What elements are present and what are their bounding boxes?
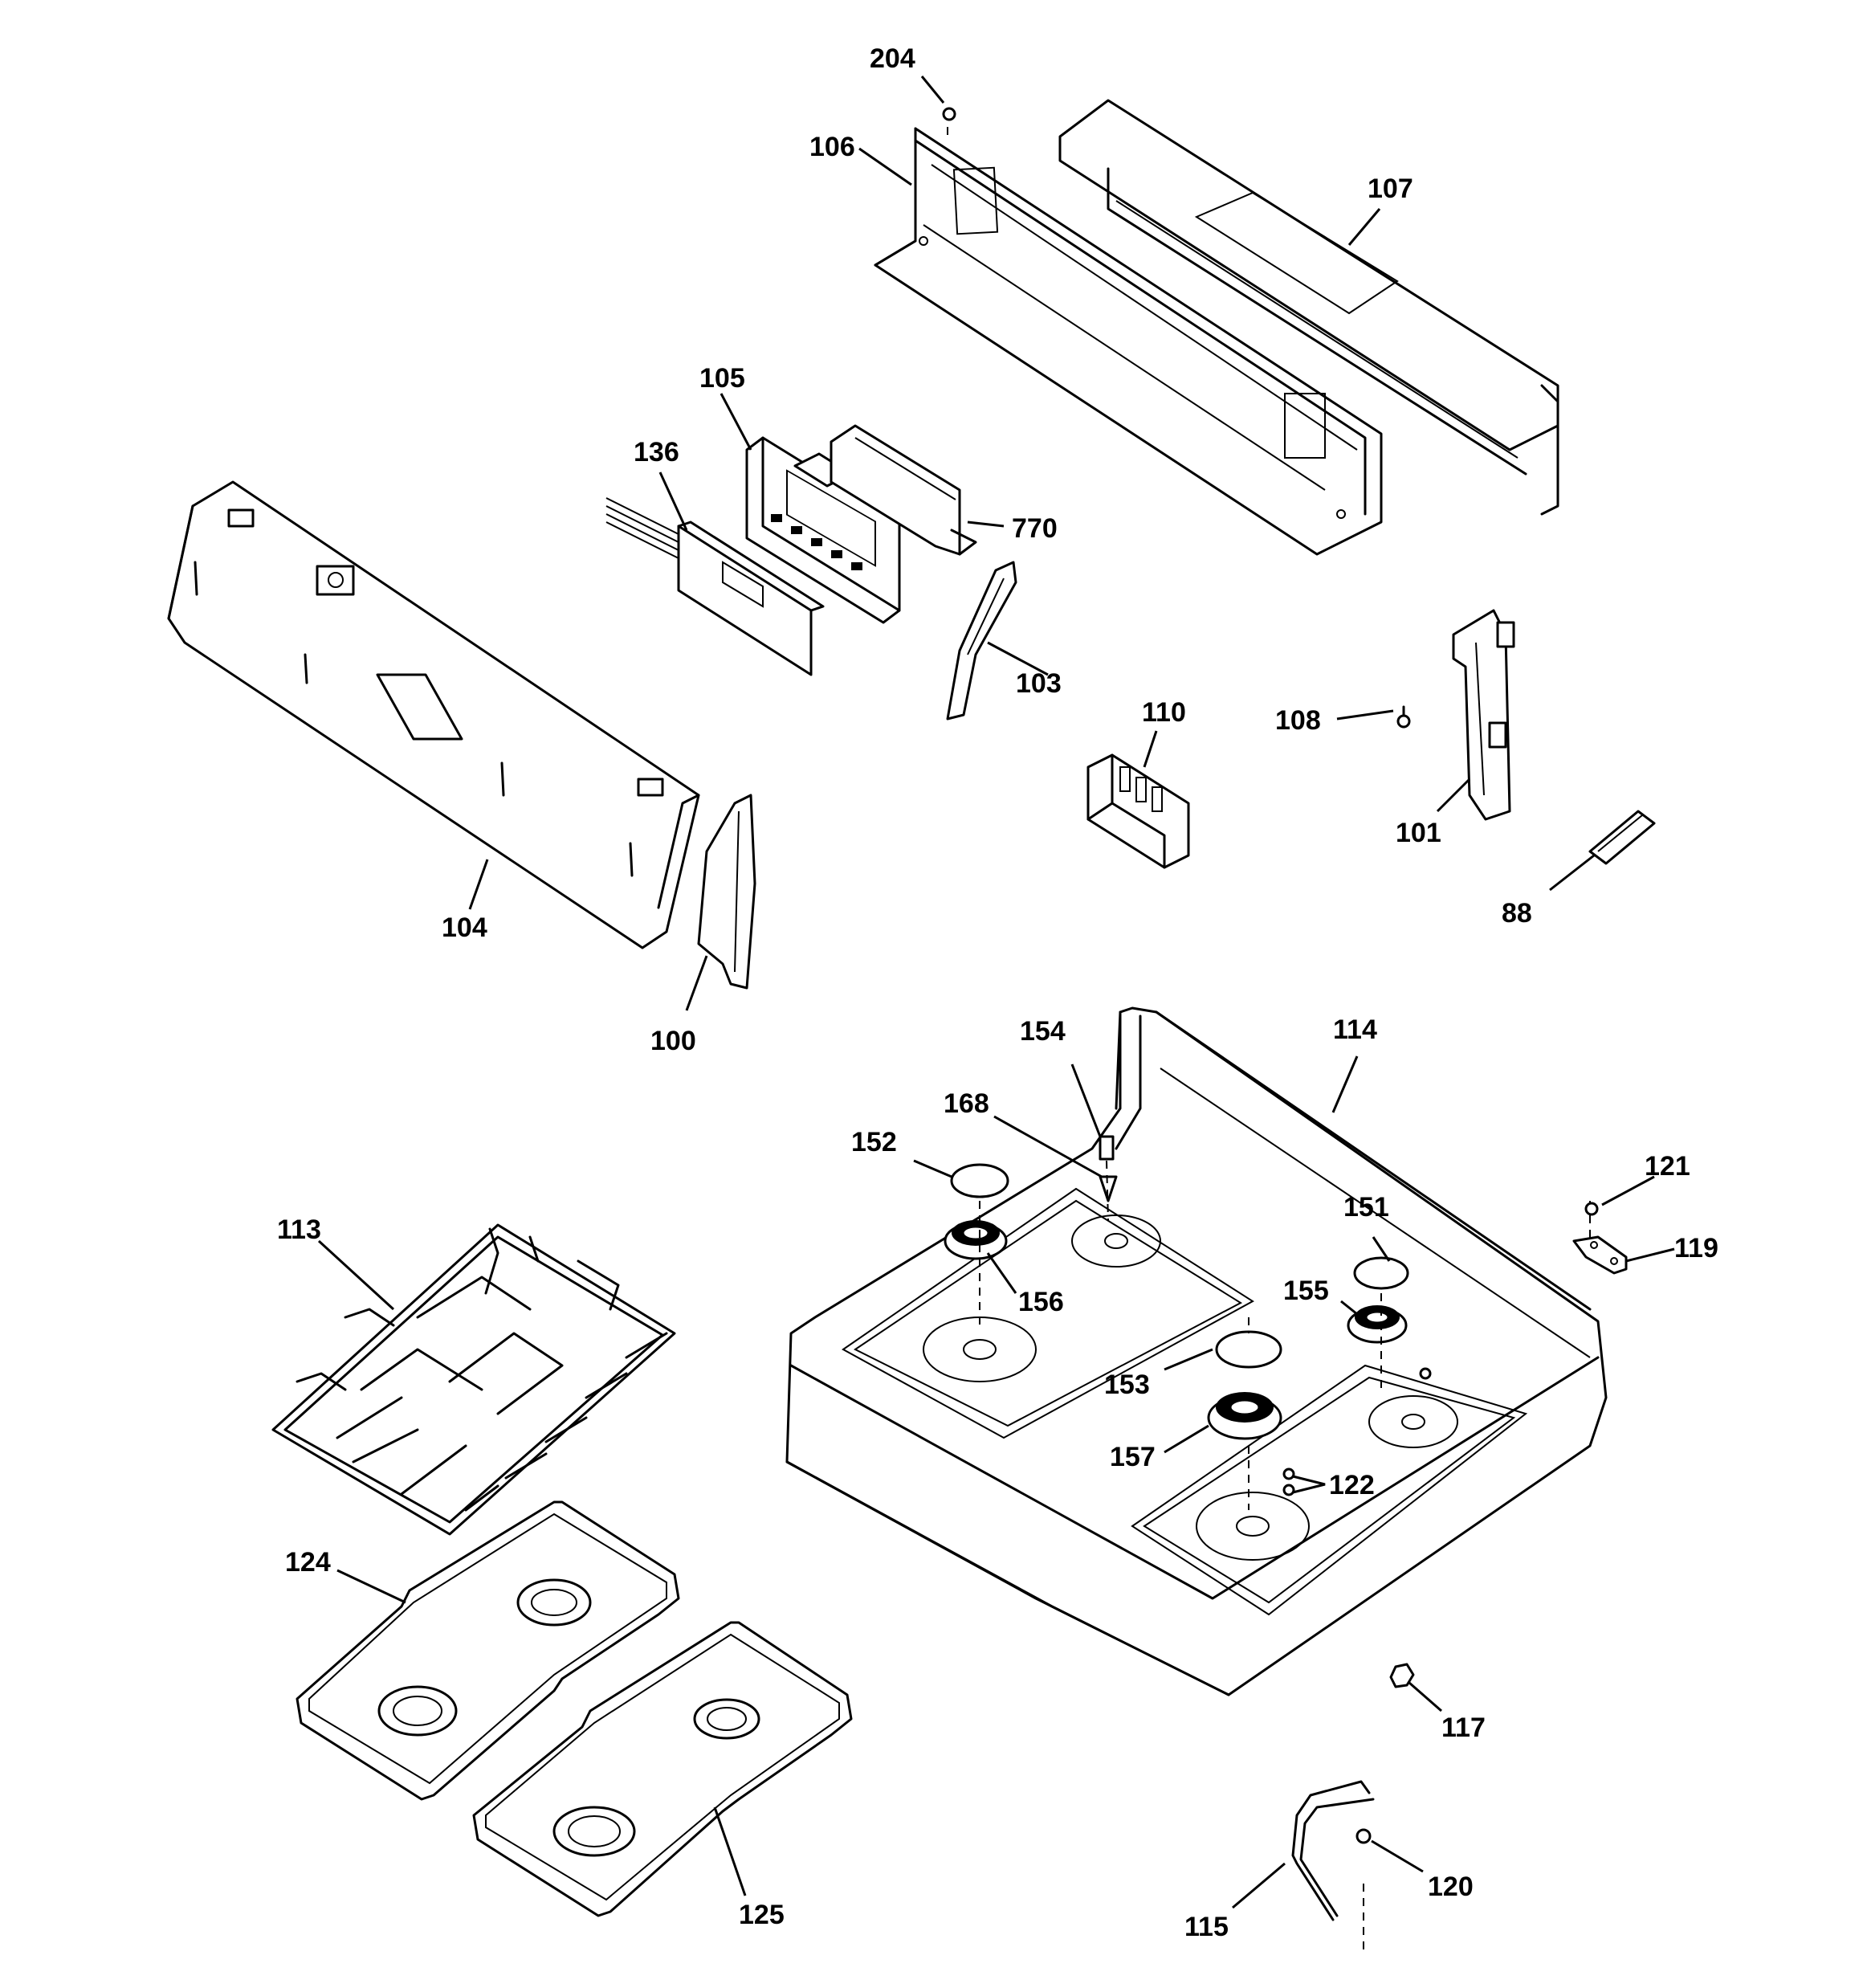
- part-136-keypad-overlay[interactable]: [605, 497, 825, 676]
- part-115-support-rod[interactable]: [1291, 1780, 1375, 1921]
- callout-105: 105: [699, 363, 745, 394]
- callout-labels: 204 106 107 105 136 770 103 110 108 101 …: [277, 43, 1718, 1942]
- part-120-nut[interactable]: [1355, 1828, 1372, 1844]
- callout-770: 770: [1012, 513, 1058, 544]
- part-119-bracket[interactable]: [1572, 1235, 1628, 1275]
- part-152-burner-cap[interactable]: [950, 1163, 1009, 1198]
- part-125-drip-tray[interactable]: [472, 1621, 853, 1917]
- part-114-cooktop[interactable]: [785, 1006, 1608, 1696]
- callout-100: 100: [650, 1026, 696, 1056]
- callout-113: 113: [277, 1214, 321, 1245]
- callout-120: 120: [1428, 1872, 1474, 1902]
- callout-103: 103: [1016, 668, 1062, 699]
- part-155-burner-head[interactable]: [1347, 1305, 1408, 1344]
- part-103-support-bracket[interactable]: [946, 561, 1017, 720]
- part-117-nut[interactable]: [1389, 1663, 1415, 1688]
- part-154-burner-orifice[interactable]: [1099, 1135, 1115, 1161]
- callout-154: 154: [1020, 1016, 1066, 1047]
- callout-168: 168: [944, 1088, 989, 1119]
- part-88-knob-bar[interactable]: [1588, 810, 1656, 865]
- callout-88: 88: [1502, 898, 1532, 929]
- part-106-backsplash-panel[interactable]: [874, 127, 1383, 556]
- part-101-vertical-bracket[interactable]: [1452, 609, 1515, 821]
- part-104-control-panel[interactable]: [167, 480, 700, 949]
- part-113-grate[interactable]: [271, 1223, 676, 1536]
- part-151-burner-cap[interactable]: [1353, 1256, 1409, 1290]
- callout-122: 122: [1329, 1470, 1375, 1500]
- callout-101: 101: [1396, 818, 1441, 848]
- callout-125: 125: [739, 1900, 785, 1930]
- part-124-drip-tray[interactable]: [296, 1500, 680, 1801]
- part-204-screw[interactable]: [942, 107, 956, 121]
- part-157-burner-head[interactable]: [1207, 1392, 1282, 1440]
- part-168-electrode[interactable]: [1099, 1175, 1118, 1202]
- part-156-burner-head[interactable]: [944, 1220, 1008, 1260]
- part-770-clip-bracket[interactable]: [830, 424, 977, 556]
- callout-110: 110: [1142, 697, 1186, 728]
- callout-124: 124: [285, 1547, 331, 1578]
- part-153-burner-cap[interactable]: [1215, 1330, 1282, 1369]
- callout-153: 153: [1104, 1370, 1150, 1400]
- part-107-vent-panel[interactable]: [1058, 99, 1559, 516]
- callout-136: 136: [634, 437, 679, 467]
- callout-121: 121: [1645, 1151, 1690, 1182]
- part-122-screws[interactable]: [1282, 1367, 1432, 1496]
- callout-104: 104: [442, 912, 487, 943]
- callout-108: 108: [1275, 705, 1321, 736]
- part-110-spark-module[interactable]: [1086, 753, 1190, 869]
- leader-lines: [317, 76, 1675, 1909]
- callout-155: 155: [1283, 1276, 1329, 1306]
- callout-151: 151: [1343, 1192, 1389, 1223]
- callout-156: 156: [1018, 1287, 1064, 1317]
- callout-152: 152: [851, 1127, 897, 1157]
- callout-106: 106: [809, 132, 855, 162]
- callout-114: 114: [1333, 1014, 1377, 1045]
- callout-107: 107: [1368, 173, 1413, 204]
- callout-157: 157: [1110, 1442, 1156, 1472]
- part-100-end-cap[interactable]: [697, 794, 756, 990]
- callout-119: 119: [1674, 1233, 1718, 1263]
- callout-204: 204: [870, 43, 915, 74]
- part-121-screw[interactable]: [1584, 1202, 1599, 1216]
- callout-115: 115: [1184, 1912, 1229, 1942]
- part-108-screw[interactable]: [1396, 705, 1411, 729]
- callout-117: 117: [1441, 1712, 1486, 1743]
